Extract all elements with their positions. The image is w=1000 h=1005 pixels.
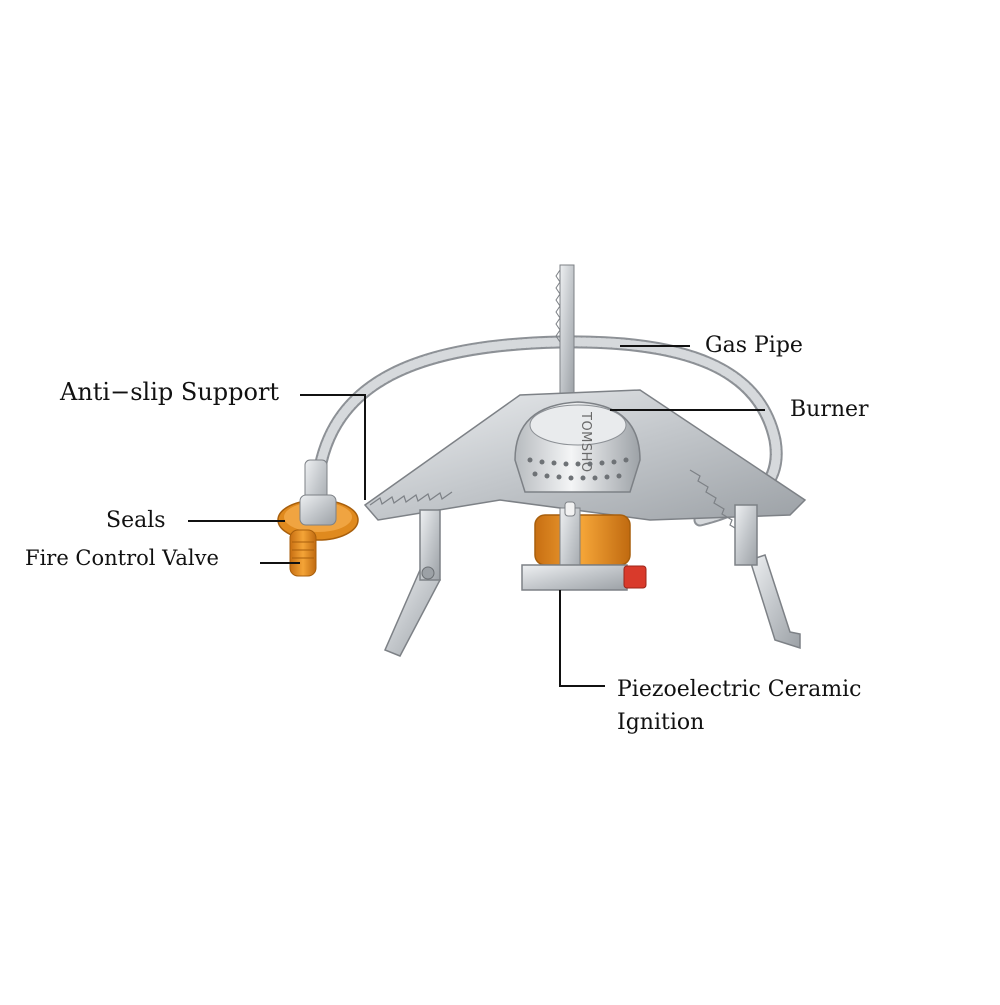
label-piezo-line2: Ignition <box>617 710 705 735</box>
leader-anti-slip <box>300 394 366 500</box>
label-piezo-ignition: Piezoelectric Ceramic Ignition <box>617 673 917 739</box>
label-fire-control-valve: Fire Control Valve <box>25 546 219 570</box>
valve-connector <box>277 459 359 577</box>
brand-text: TOMSHO <box>578 411 593 473</box>
label-anti-slip-support: Anti−slip Support <box>60 378 280 406</box>
label-seals: Seals <box>106 508 166 533</box>
gas-pipe-hose <box>311 335 783 527</box>
leader-piezo <box>559 590 605 687</box>
leader-lines <box>188 345 765 687</box>
label-piezo-line1: Piezoelectric Ceramic <box>617 677 862 702</box>
label-gas-pipe: Gas Pipe <box>705 333 803 358</box>
piezo-igniter <box>521 564 647 591</box>
label-burner: Burner <box>790 397 869 422</box>
stove-legs <box>384 504 801 657</box>
pot-support-arm-back <box>555 264 575 396</box>
burner-head: TOMSHO <box>514 401 641 493</box>
